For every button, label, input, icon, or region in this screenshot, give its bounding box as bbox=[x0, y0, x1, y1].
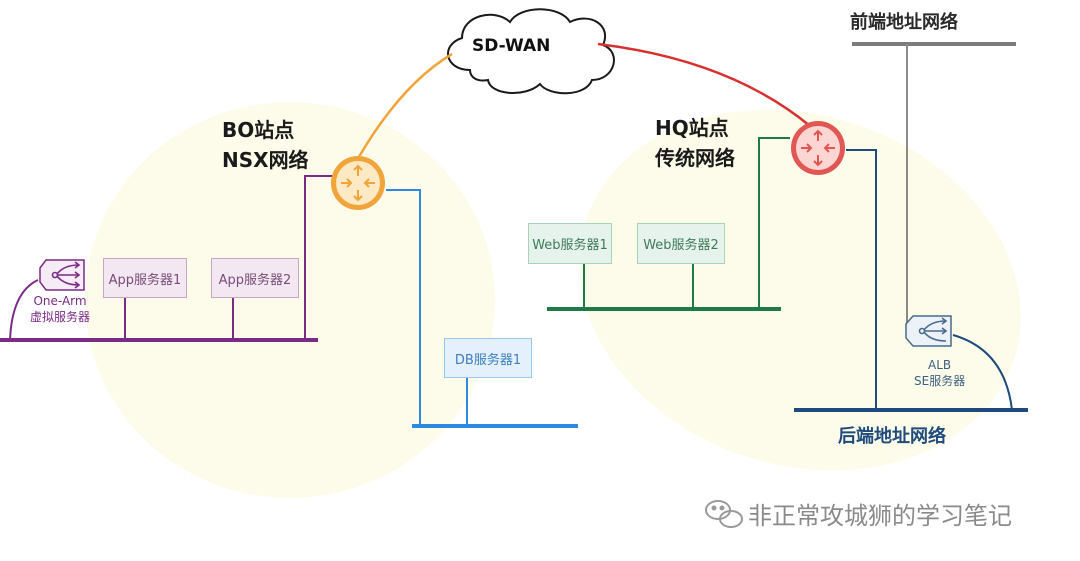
wechat-icon bbox=[705, 500, 743, 528]
web-server-2: Web服务器2 bbox=[637, 223, 725, 264]
hq-site-title: HQ站点 传统网络 bbox=[655, 113, 735, 173]
hq-router-back-link bbox=[846, 149, 877, 410]
one-arm-link bbox=[9, 279, 39, 341]
app-server-2: App服务器2 bbox=[211, 258, 299, 298]
alb-line2: SE服务器 bbox=[914, 374, 966, 389]
alb-back-link bbox=[952, 334, 1013, 411]
front-network-label: 前端地址网络 bbox=[850, 12, 958, 33]
hq-site-line2: 传统网络 bbox=[655, 146, 735, 170]
back-network-label: 后端地址网络 bbox=[838, 426, 946, 447]
one-arm-line1: One-Arm bbox=[33, 294, 87, 308]
app-server-1: App服务器1 bbox=[103, 258, 187, 298]
bo-site-line2: NSX网络 bbox=[222, 148, 309, 172]
bo-router-db-link bbox=[386, 189, 421, 426]
hq-site-line1: HQ站点 bbox=[655, 116, 729, 140]
alb-icon bbox=[905, 315, 952, 347]
bo-site-zone bbox=[85, 102, 495, 498]
db-server-1: DB服务器1 bbox=[444, 338, 532, 378]
alb-label: ALB SE服务器 bbox=[914, 357, 965, 389]
hq-site-zone bbox=[579, 109, 1021, 471]
hq-router-icon bbox=[791, 121, 845, 175]
web-server-1: Web服务器1 bbox=[528, 223, 612, 264]
sd-wan-label: SD-WAN bbox=[472, 36, 551, 56]
bo-wan-link bbox=[354, 52, 453, 163]
hq-router-web-link bbox=[758, 137, 790, 309]
alb-line1: ALB bbox=[928, 358, 952, 372]
bo-router-icon bbox=[331, 156, 385, 210]
watermark: 非正常攻城狮的学习笔记 bbox=[748, 496, 1012, 531]
load-balancer-icon bbox=[39, 259, 85, 291]
bo-router-app-link bbox=[304, 175, 335, 340]
watermark-text: 非正常攻城狮的学习笔记 bbox=[748, 502, 1012, 530]
bo-site-line1: BO站点 bbox=[222, 118, 295, 142]
hq-wan-link bbox=[597, 42, 811, 127]
one-arm-line2: 虚拟服务器 bbox=[30, 310, 91, 325]
one-arm-label: One-Arm 虚拟服务器 bbox=[30, 293, 90, 325]
bo-site-title: BO站点 NSX网络 bbox=[222, 115, 309, 175]
